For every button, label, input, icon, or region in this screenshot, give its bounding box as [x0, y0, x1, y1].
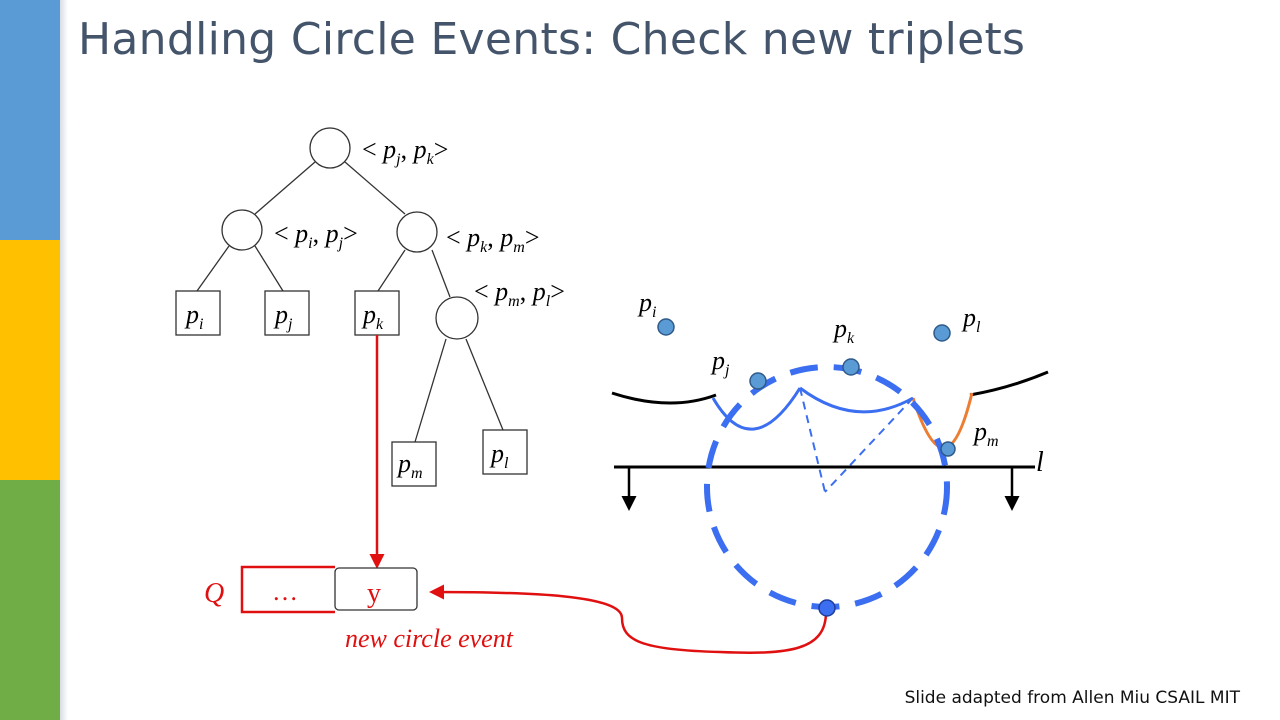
edge-left-pi	[196, 245, 230, 292]
svg-text:pk: pk	[361, 300, 384, 333]
label-sub: k	[480, 239, 488, 256]
label-sub: j	[337, 235, 344, 252]
accent-bar-yellow	[0, 240, 60, 480]
svg-text:pj: pj	[273, 300, 293, 333]
label-right-breakpoint: < pk, pm>	[446, 223, 540, 256]
beach-arc-pm	[911, 392, 974, 450]
label-site: p	[381, 135, 396, 164]
tree-leaf-pj: pj	[264, 290, 310, 336]
site-pk	[842, 358, 860, 376]
site-label-pk: pk	[832, 314, 855, 347]
label-close: >	[525, 223, 540, 252]
label-sub: l	[546, 293, 551, 310]
tree-leaf-pl: pl	[482, 429, 528, 475]
label-sub: m	[508, 293, 520, 310]
site-pl	[933, 324, 951, 342]
slide-footer-credit: Slide adapted from Allen Miu CSAIL MIT	[904, 688, 1240, 708]
queue-bracket	[240, 565, 335, 614]
edge-right-rr	[431, 249, 451, 298]
beach-arc-right	[969, 370, 1049, 397]
label-sep: ,	[520, 277, 533, 306]
pointer-arrow-circle-to-queue	[429, 584, 828, 654]
queue-event-label: y	[367, 578, 381, 609]
queue-ellipsis: …	[272, 577, 298, 606]
beach-arc-pk	[799, 386, 914, 414]
site-pi	[657, 318, 675, 336]
tree-edges	[196, 161, 504, 443]
label-sep: ,	[401, 135, 414, 164]
label-site: p	[465, 223, 480, 252]
site-label-pl: pl	[961, 303, 981, 336]
label-sub: m	[513, 239, 525, 256]
accent-bar-shadow	[60, 0, 68, 720]
tree-leaf-pk: pk	[354, 290, 400, 336]
site-pj	[749, 372, 767, 390]
label-site: p	[498, 223, 513, 252]
event-queue: y … Q new circle event	[204, 565, 514, 653]
beach-arc-pj	[711, 387, 802, 431]
site-label-pi: pi	[637, 288, 656, 321]
site-pm	[940, 441, 956, 457]
label-site: p	[324, 219, 339, 248]
edge-root-left	[254, 161, 316, 215]
label-left-breakpoint: < pi, pj>	[274, 219, 358, 252]
voronoi-edge-dashed-1	[799, 387, 826, 493]
label-rr-breakpoint: < pm, pl>	[474, 277, 565, 310]
circle-event-point	[818, 599, 836, 617]
slide-title: Handling Circle Events: Check new triple…	[78, 14, 1026, 65]
label-site: p	[531, 277, 546, 306]
edge-left-pj	[254, 245, 284, 292]
site-label-pj: pj	[710, 346, 730, 379]
queue-event-box	[334, 567, 418, 611]
label-open: <	[446, 223, 467, 252]
beach-line	[611, 370, 1049, 493]
edge-right-pk	[377, 249, 406, 292]
label-site: p	[412, 135, 427, 164]
beach-arc-left	[611, 391, 717, 405]
label-site: p	[493, 277, 508, 306]
queue-label: Q	[204, 578, 224, 609]
label-sub: j	[394, 151, 401, 168]
accent-bar-green	[0, 480, 60, 720]
edge-rr-pl	[465, 338, 504, 431]
sweep-line-label: l	[1036, 447, 1044, 478]
tree-node-rr	[435, 296, 479, 340]
label-close: >	[434, 135, 449, 164]
edge-root-right	[344, 161, 406, 215]
label-site: p	[293, 219, 308, 248]
label-root-breakpoint: < pj, pk>	[362, 135, 448, 168]
label-sub: i	[308, 235, 312, 252]
label-open: <	[474, 277, 495, 306]
label-close: >	[550, 277, 565, 306]
tree-leaf-pm: pm	[391, 441, 437, 487]
site-label-pm: pm	[972, 417, 999, 450]
tree-node-left	[221, 209, 263, 251]
label-sep: ,	[487, 223, 500, 252]
label-open: <	[362, 135, 383, 164]
voronoi-edge-dashed-2	[824, 397, 914, 493]
label-sub: k	[427, 151, 435, 168]
tree-node-right	[396, 211, 438, 253]
accent-bar-blue	[0, 0, 60, 240]
tree-node-root	[309, 127, 351, 169]
svg-text:pm: pm	[396, 449, 423, 482]
label-close: >	[343, 219, 358, 248]
svg-text:pi: pi	[184, 300, 203, 333]
svg-text:pl: pl	[489, 439, 509, 472]
new-circle-event-caption: new circle event	[345, 624, 514, 653]
label-sep: ,	[313, 219, 326, 248]
edge-rr-pm	[414, 338, 447, 443]
label-open: <	[274, 219, 295, 248]
tree-leaf-pi: pi	[175, 290, 221, 336]
